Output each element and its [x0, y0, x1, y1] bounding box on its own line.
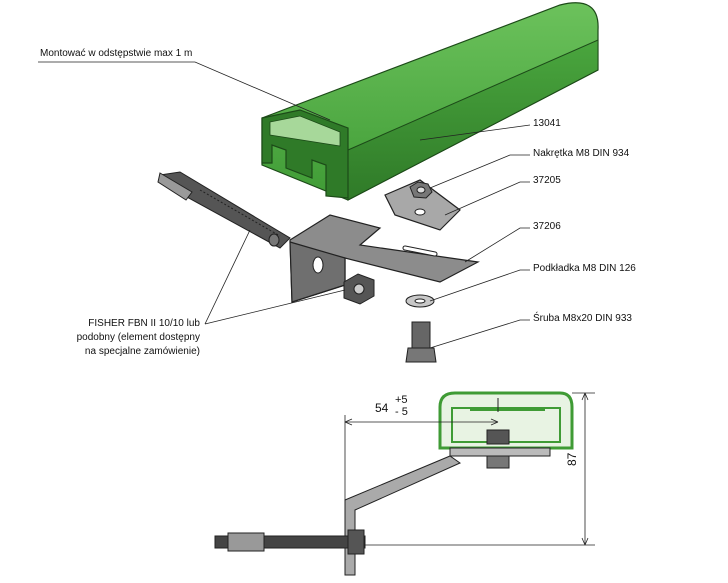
plate-label: 37205 — [533, 175, 561, 186]
anchor-label-line2: podobny (element dostępny — [76, 332, 200, 343]
handrail-profile — [261, 2, 599, 201]
spacing-note-label: Montować w odstępstwie max 1 m — [40, 48, 193, 59]
nut-top — [409, 181, 433, 199]
leader-lines — [38, 61, 531, 349]
nut-side — [343, 273, 375, 305]
anchor-label-line1: FISHER FBN II 10/10 lub — [88, 318, 200, 329]
horizontal-dimension-tol-minus: - 5 — [395, 406, 408, 418]
horizontal-dimension-tol-plus: +5 — [395, 394, 408, 406]
dimension-lines — [344, 392, 595, 546]
upper-plate — [384, 179, 461, 231]
washer-label: Podkładka M8 DIN 126 — [533, 263, 636, 274]
washer — [405, 294, 435, 308]
bolt — [405, 321, 437, 363]
bolt-label: Śruba M8x20 DIN 933 — [533, 313, 632, 324]
bracket — [289, 214, 480, 303]
anchor-bolt — [157, 171, 291, 249]
nut-label: Nakrętka M8 DIN 934 — [533, 148, 630, 159]
anchor-label-line3: na specjalne zamówienie) — [84, 346, 200, 357]
horizontal-dimension-value: 54 — [375, 401, 389, 415]
section-view — [214, 391, 574, 576]
bracket-label: 37206 — [533, 221, 561, 232]
vertical-dimension-value: 87 — [565, 452, 579, 466]
profile-label: 13041 — [533, 118, 561, 129]
